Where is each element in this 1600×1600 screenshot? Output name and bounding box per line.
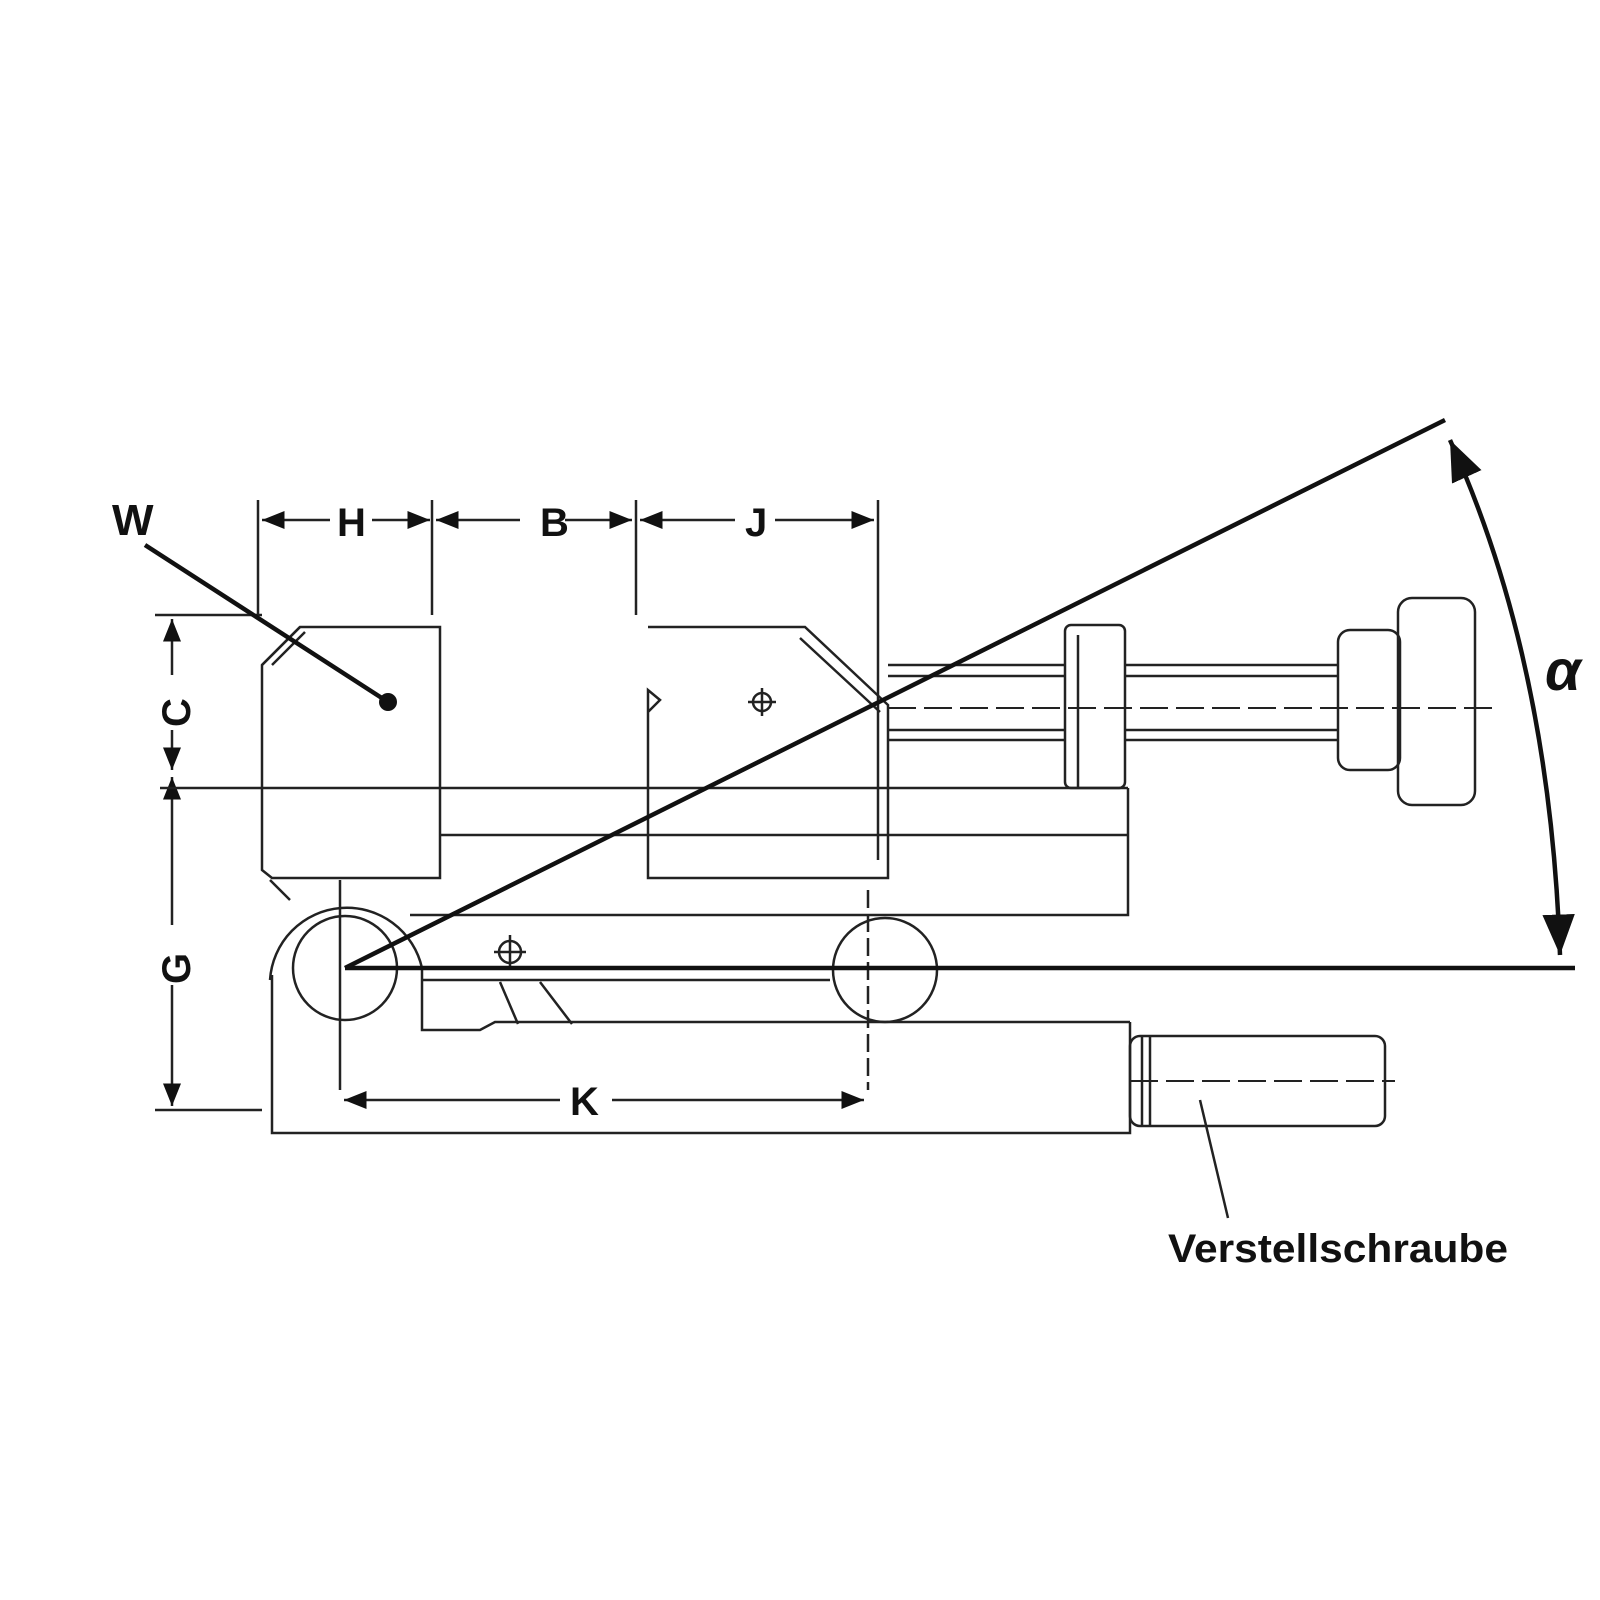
knob-outer	[1396, 596, 1477, 807]
label-g: G	[155, 953, 199, 984]
w-point	[379, 693, 397, 711]
movable-jaw	[646, 625, 890, 880]
label-j: J	[745, 501, 767, 545]
fixed-jaw	[260, 625, 442, 880]
screw-leader	[1198, 1099, 1230, 1219]
vise-body	[160, 596, 1495, 1135]
knob-inner	[1336, 628, 1402, 772]
label-c: C	[155, 698, 199, 727]
screw-post	[1063, 623, 1127, 790]
tilt-angle-lines	[343, 417, 1575, 971]
label-k: K	[570, 1080, 599, 1124]
label-w: W	[112, 496, 154, 545]
label-b: B	[540, 501, 569, 545]
label-h: H	[337, 501, 366, 545]
label-alpha: α	[1545, 638, 1583, 703]
w-leader	[143, 543, 390, 704]
label-adjusting-screw: Verstellschraube	[1168, 1227, 1508, 1271]
